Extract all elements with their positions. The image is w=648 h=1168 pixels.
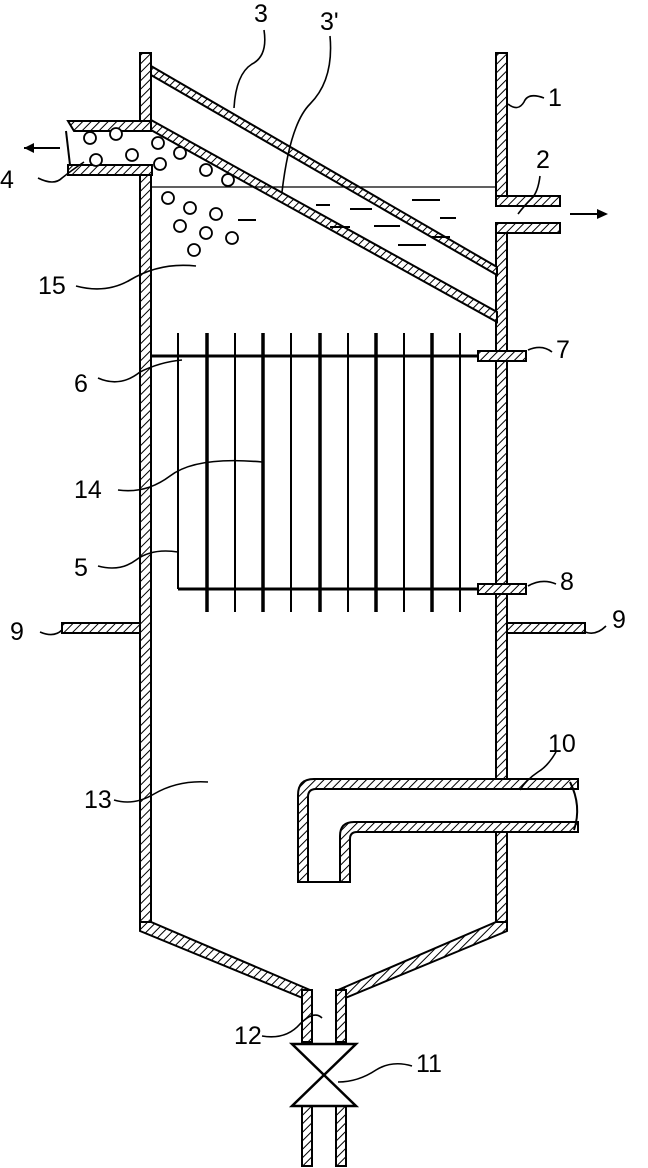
- label-9-right: 9: [612, 606, 626, 634]
- upper-terminal: [477, 350, 527, 362]
- support-flange-right: [506, 622, 586, 634]
- electrode-plates: [177, 333, 461, 612]
- vessel-wall: [139, 52, 508, 1003]
- foam-outlet-pipe: [24, 120, 153, 176]
- inlet-pipe: [297, 778, 579, 883]
- leader-lines: [37, 29, 607, 1083]
- label-5: 5: [74, 554, 88, 582]
- inclined-plate-3-prime: [150, 118, 498, 324]
- label-3-prime: 3': [320, 8, 339, 36]
- label-8: 8: [560, 568, 574, 596]
- gas-bubbles: [83, 127, 239, 257]
- label-13: 13: [84, 786, 112, 814]
- label-4: 4: [0, 166, 14, 194]
- liquid-dashes: [238, 199, 456, 246]
- label-15: 15: [38, 272, 66, 300]
- label-7: 7: [556, 336, 570, 364]
- label-6: 6: [74, 370, 88, 398]
- lower-terminal: [477, 583, 527, 595]
- label-10: 10: [548, 730, 576, 758]
- label-9-left: 9: [10, 618, 24, 646]
- support-flange-left: [61, 622, 141, 634]
- liquid-outlet-pipe: [495, 195, 608, 234]
- label-2: 2: [536, 146, 550, 174]
- label-3: 3: [254, 0, 268, 28]
- electrode-module: [151, 333, 527, 612]
- reference-labels: 1 2 3 3' 4 15 6 7 14 5 8 9 9 10 13 12 11: [0, 0, 626, 1078]
- label-14: 14: [74, 476, 102, 504]
- drain-valve: [288, 1042, 360, 1108]
- label-1: 1: [548, 84, 562, 112]
- label-12: 12: [234, 1022, 262, 1050]
- label-11: 11: [416, 1050, 442, 1078]
- inclined-plate-3: [150, 64, 498, 277]
